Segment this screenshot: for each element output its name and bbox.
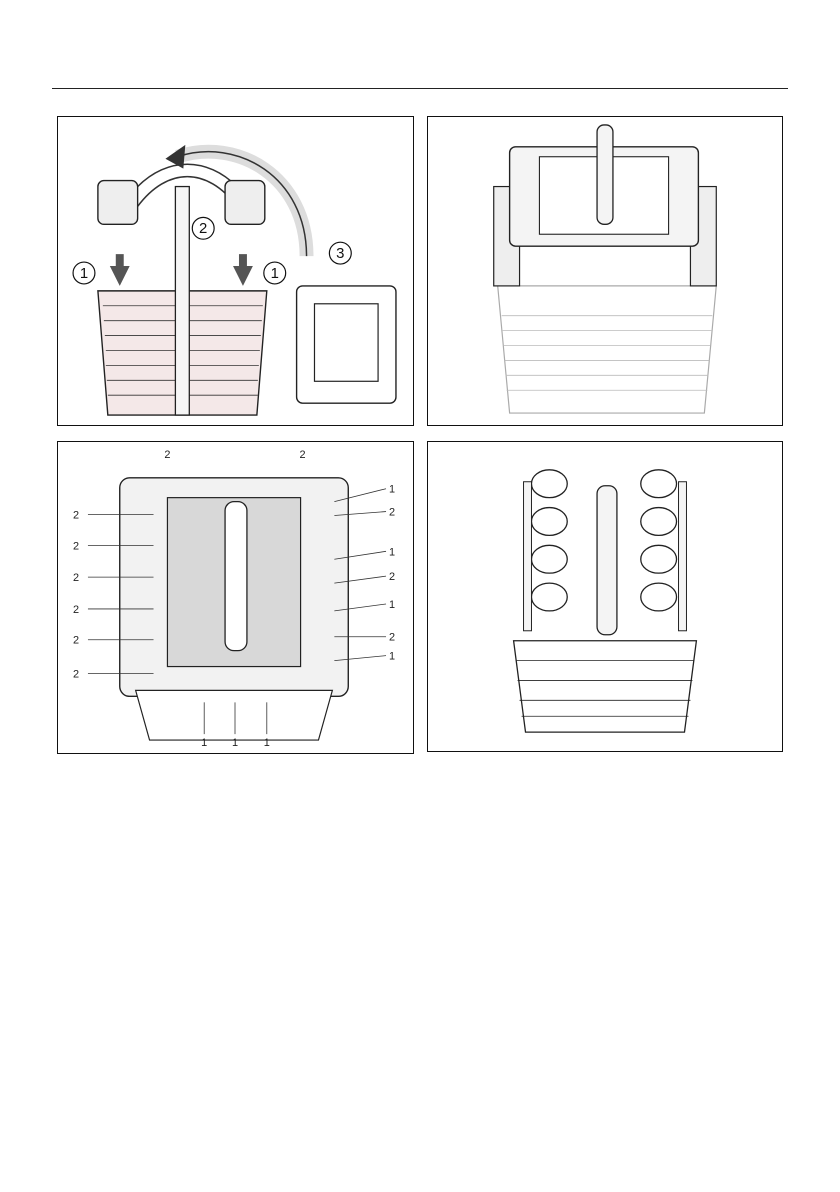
basket-handle [225,502,247,651]
basket-handle [175,187,189,416]
callout-right: 1 [389,651,395,663]
callout-right: 1 [389,599,395,611]
callout-bottom: 1 [232,737,238,749]
callout-top-right: 2 [300,449,306,461]
callout-left: 2 [73,510,79,522]
basket-body [498,286,717,413]
figure-assembled-basket [427,116,783,426]
loaded-basket-illustration [428,442,782,751]
header-rule [52,88,788,89]
step-1-right-label: 1 [271,266,279,282]
up-arrow-icon [233,254,253,286]
up-arrow-icon [110,254,130,286]
callout-top-left: 2 [164,449,170,461]
step-1-left-label: 1 [80,266,88,282]
figure-insert-callouts: 2 2 2 2 2 2 2 2 1 2 1 2 1 2 1 1 1 1 [57,441,414,754]
callout-right: 2 [389,507,395,519]
callout-right: 1 [389,484,395,496]
figure-loaded-cutlery-basket [427,441,783,752]
callout-left: 2 [73,668,79,680]
figure-remove-cutlery-basket-caps: 1 2 1 3 [57,116,414,426]
callout-left: 2 [73,635,79,647]
callout-right: 1 [389,546,395,558]
callout-left: 2 [73,572,79,584]
basket-body [514,641,697,732]
basket-handle [597,125,613,224]
callout-bottom: 1 [201,737,207,749]
assembled-basket-illustration [428,117,782,425]
basket-caps-illustration: 1 2 1 3 [58,117,413,425]
step-2-label: 2 [199,221,207,237]
callout-left: 2 [73,540,79,552]
insert-callouts-illustration: 2 2 2 2 2 2 2 2 1 2 1 2 1 2 1 1 1 1 [58,442,413,753]
right-cap [225,181,265,225]
left-cap [98,181,138,225]
callout-bottom: 1 [264,737,270,749]
callout-right: 2 [389,571,395,583]
callout-left: 2 [73,604,79,616]
callout-right: 2 [389,632,395,644]
step-3-label: 3 [336,246,344,262]
basket-handle [597,486,617,635]
